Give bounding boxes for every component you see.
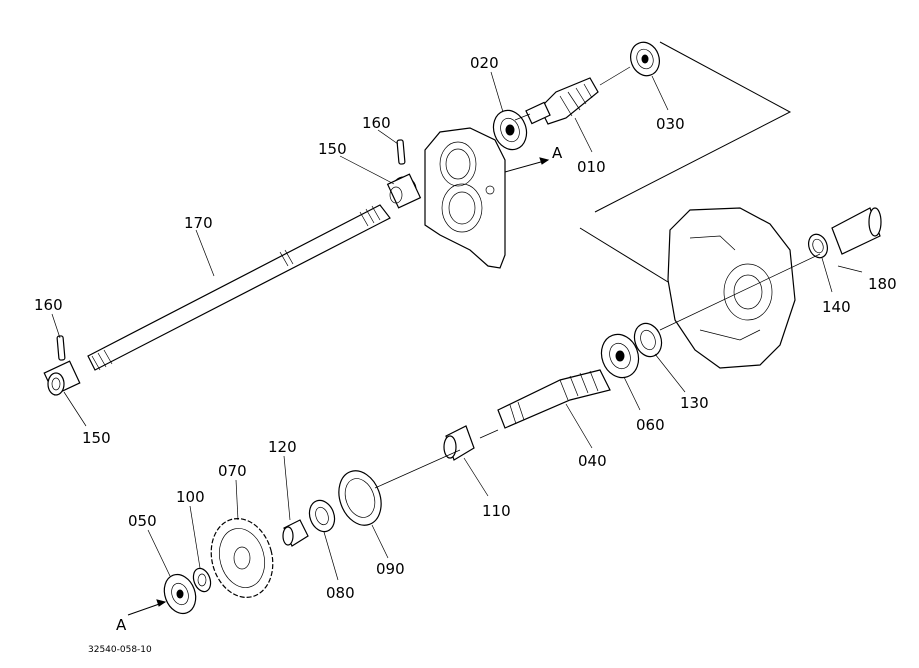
reference-arrow-a-bottom: [127, 599, 167, 616]
shaft-170: [87, 204, 391, 371]
axis-lines: [374, 66, 821, 489]
label-020: 020: [470, 54, 499, 72]
washer-100: [192, 567, 212, 593]
label-080: 080: [326, 584, 355, 602]
label-040: 040: [578, 452, 607, 470]
label-010: 010: [577, 158, 606, 176]
bracket-line-right: [579, 227, 669, 283]
bearing-030: [630, 41, 660, 77]
label-a-top: A: [552, 144, 563, 162]
label-100: 100: [176, 488, 205, 506]
leader-lines: [51, 71, 863, 581]
label-090: 090: [376, 560, 405, 578]
label-120: 120: [268, 438, 297, 456]
seal-140: [807, 233, 829, 259]
label-140: 140: [822, 298, 851, 316]
shaft-170-spline-right: [359, 205, 381, 227]
drawing-number: 32540-058-10: [88, 645, 152, 655]
needle-bearing-120: [282, 519, 309, 547]
transmission-housing: [667, 207, 796, 369]
label-150-upper: 150: [318, 140, 347, 158]
label-180: 180: [868, 275, 897, 293]
bearing-150-upper: [386, 173, 422, 209]
bearing-050: [163, 573, 197, 615]
reference-arrow-a-top: [504, 157, 550, 173]
ring-gear-090: [338, 470, 382, 526]
bearing-150-lower: [43, 360, 81, 396]
label-070: 070: [218, 462, 247, 480]
label-060: 060: [636, 416, 665, 434]
bearing-020: [492, 109, 528, 151]
pin-160-lower: [56, 335, 66, 361]
bracket-line-upper: [594, 41, 792, 213]
gear-070: [210, 517, 274, 599]
bearing-080: [308, 499, 336, 533]
label-030: 030: [656, 115, 685, 133]
collar-110: [443, 425, 475, 461]
label-160-lower: 160: [34, 296, 63, 314]
bearing-130: [633, 322, 663, 358]
label-a-bottom: A: [116, 616, 127, 634]
label-160-upper: 160: [362, 114, 391, 132]
shaft-170-spline-left: [91, 349, 113, 371]
sleeve-180: [831, 207, 882, 255]
housing-plate: [424, 127, 506, 269]
label-150-lower: 150: [82, 429, 111, 447]
label-110: 110: [482, 502, 511, 520]
label-130: 130: [680, 394, 709, 412]
label-170: 170: [184, 214, 213, 232]
pin-160-upper: [396, 139, 406, 165]
label-050: 050: [128, 512, 157, 530]
shaft-040: [497, 369, 611, 429]
pinion-gear-010: [525, 77, 599, 125]
bearing-060: [600, 333, 640, 379]
